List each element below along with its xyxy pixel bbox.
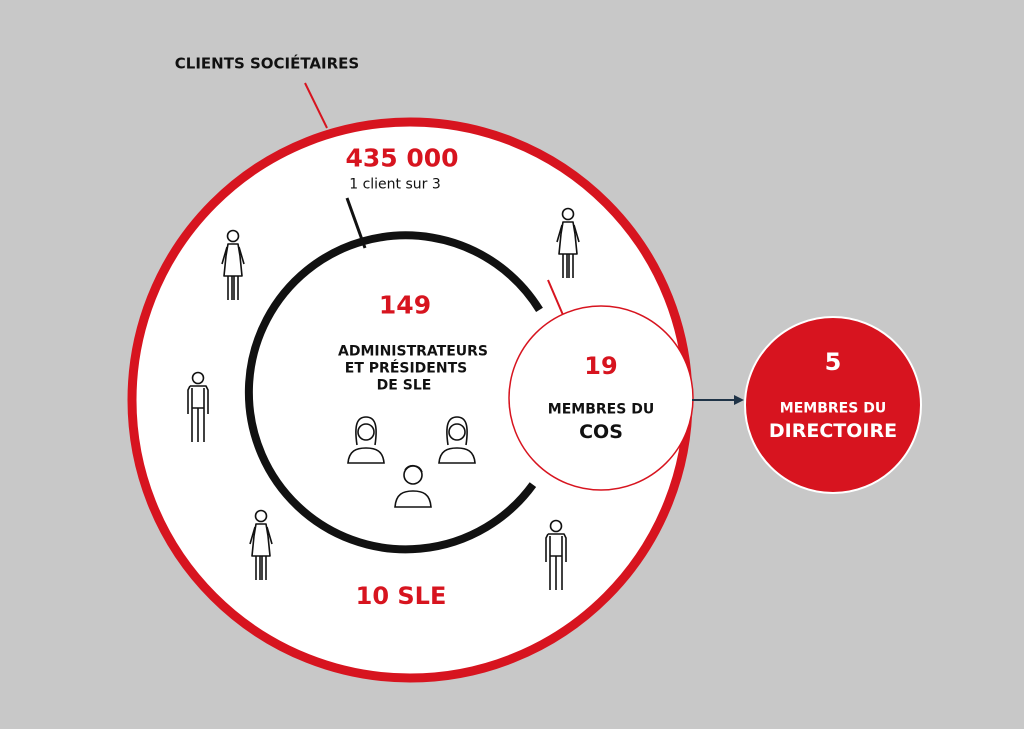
cos-label-line2: COS	[579, 421, 623, 444]
administrateurs-label-line1: ADMINISTRATEURS	[337, 343, 489, 360]
cos-circle	[508, 305, 694, 491]
cos-count: 19	[584, 352, 618, 380]
administrateurs-count: 149	[378, 290, 432, 320]
sle-count: 10 SLE	[355, 582, 447, 610]
directoire-label-line1: MEMBRES DU	[779, 400, 887, 417]
inner-arc-administrateurs	[244, 231, 543, 554]
clients-ratio: 1 client sur 3	[349, 176, 441, 193]
directoire-count: 5	[824, 348, 842, 376]
arrow-right-icon	[692, 395, 744, 405]
administrateurs-label-line2: ET PRÉSIDENTS	[344, 360, 468, 377]
directoire-circle	[744, 316, 922, 494]
clients-count: 435 000	[345, 143, 459, 173]
cos-label-line1: MEMBRES DU	[547, 401, 655, 418]
clients-label: CLIENTS SOCIÉTAIRES	[174, 54, 360, 73]
directoire-label-line2: DIRECTOIRE	[768, 420, 898, 443]
administrateurs-label-line3: DE SLE	[376, 377, 432, 394]
label-leader-line	[304, 82, 328, 129]
inner-leader-line	[345, 197, 367, 249]
